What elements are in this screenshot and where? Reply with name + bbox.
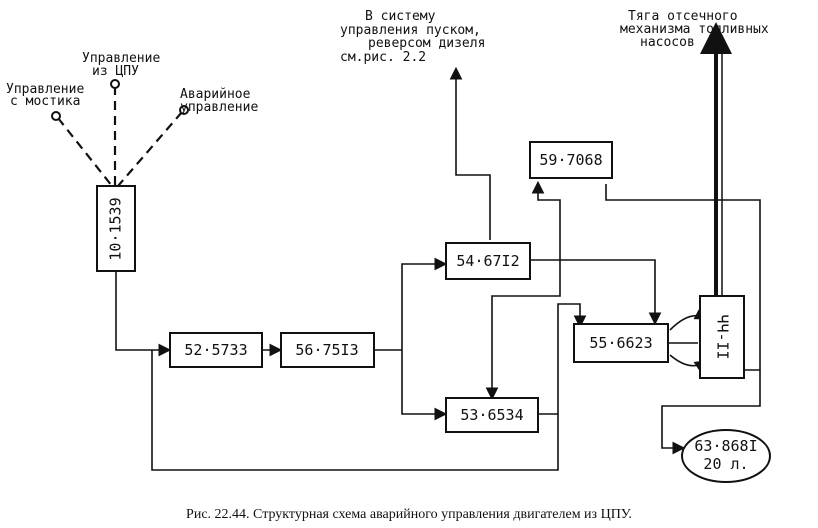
cpu-input-node <box>110 79 120 89</box>
label-emergency: Аварийное управление <box>180 87 258 115</box>
block-b1: 10·1539 <box>96 185 136 272</box>
block-b7: 55·6623 <box>573 323 669 363</box>
label-system: В систему управления пуском, реверсом ди… <box>340 9 493 65</box>
block-b3: 56·75I3 <box>280 332 375 368</box>
block-b2: 52·5733 <box>169 332 263 368</box>
block-b4: 54·67I2 <box>445 242 531 280</box>
connections <box>115 22 761 471</box>
svg-text:63·868I: 63·868I <box>694 437 757 455</box>
svg-text:52·5733: 52·5733 <box>184 341 247 359</box>
block-b6: 59·7068 <box>529 141 613 179</box>
block-b8: ЧЧ-II <box>699 295 745 379</box>
figure-caption: Рис. 22.44. Структурная схема аварийного… <box>186 507 632 522</box>
label-rod: Тяга отсечного механизма топливных насос… <box>620 9 777 50</box>
svg-text:ЧЧ-II: ЧЧ-II <box>714 314 732 359</box>
bridge-input-node <box>51 111 61 121</box>
svg-text:53·6534: 53·6534 <box>460 406 523 424</box>
emergency-input-node <box>179 105 189 115</box>
svg-text:10·1539: 10·1539 <box>107 197 125 260</box>
label-cpu: Управление из ЦПУ <box>82 51 168 79</box>
svg-text:56·75I3: 56·75I3 <box>295 341 358 359</box>
block-b9: 63·868I 20 л. <box>681 429 771 483</box>
control-inputs <box>51 79 189 187</box>
label-bridge: Управление с мостика <box>6 82 92 109</box>
svg-text:54·67I2: 54·67I2 <box>456 252 519 270</box>
svg-text:59·7068: 59·7068 <box>539 151 602 169</box>
svg-text:20 л.: 20 л. <box>703 455 748 473</box>
block-b5: 53·6534 <box>445 397 539 433</box>
svg-text:55·6623: 55·6623 <box>589 334 652 352</box>
